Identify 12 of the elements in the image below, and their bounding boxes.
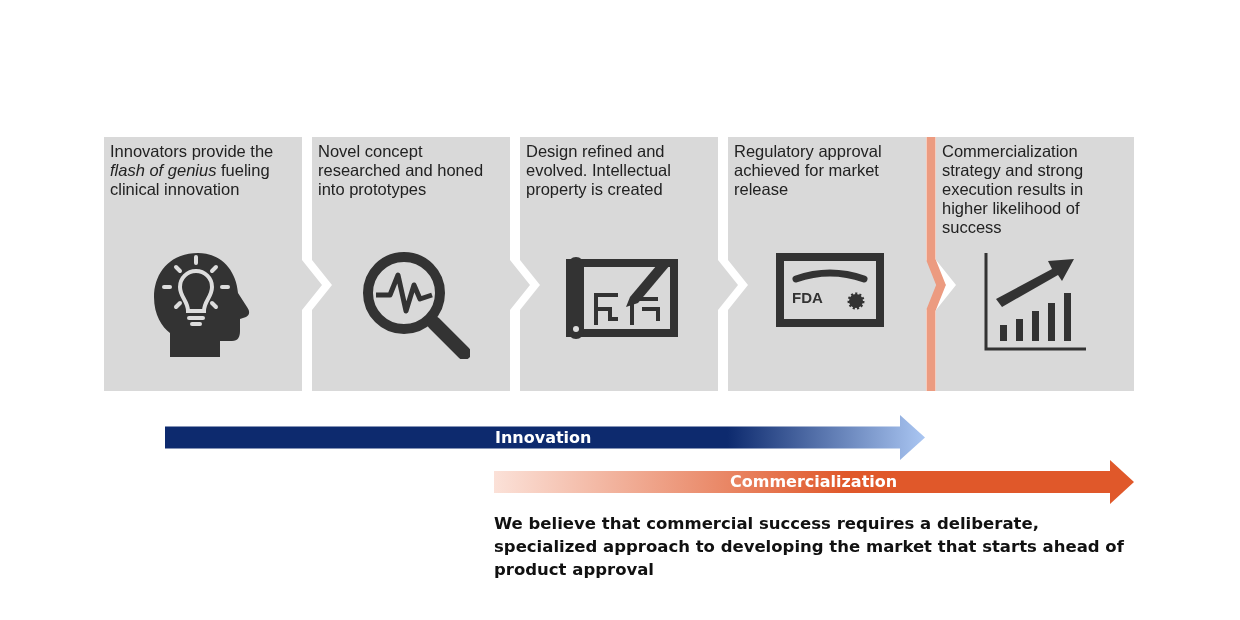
step-description: Commercialization strategy and strong execution results in higher likelihood of success xyxy=(942,142,1085,237)
certificate-text: FDA xyxy=(792,289,823,306)
arrow-label: Commercialization xyxy=(730,472,898,491)
step-description: Design refined and evolved. Intellectual property is created xyxy=(526,142,672,199)
caption: We believe that commercial success requires a deliberate, specialized approach to developing the market that starts ahead of product approval xyxy=(494,513,1125,581)
step-description: Novel concept researched and honed into prototypes xyxy=(318,142,485,199)
step-description: Regulatory approval achieved for market release xyxy=(734,142,883,199)
step-panel xyxy=(936,137,1134,391)
arrow-label: Innovation xyxy=(495,427,592,447)
arrow-banner xyxy=(494,460,1134,504)
arrow-banner xyxy=(165,415,925,460)
step-description: Innovators provide the flash of genius fueling clinical innovation xyxy=(110,142,275,199)
